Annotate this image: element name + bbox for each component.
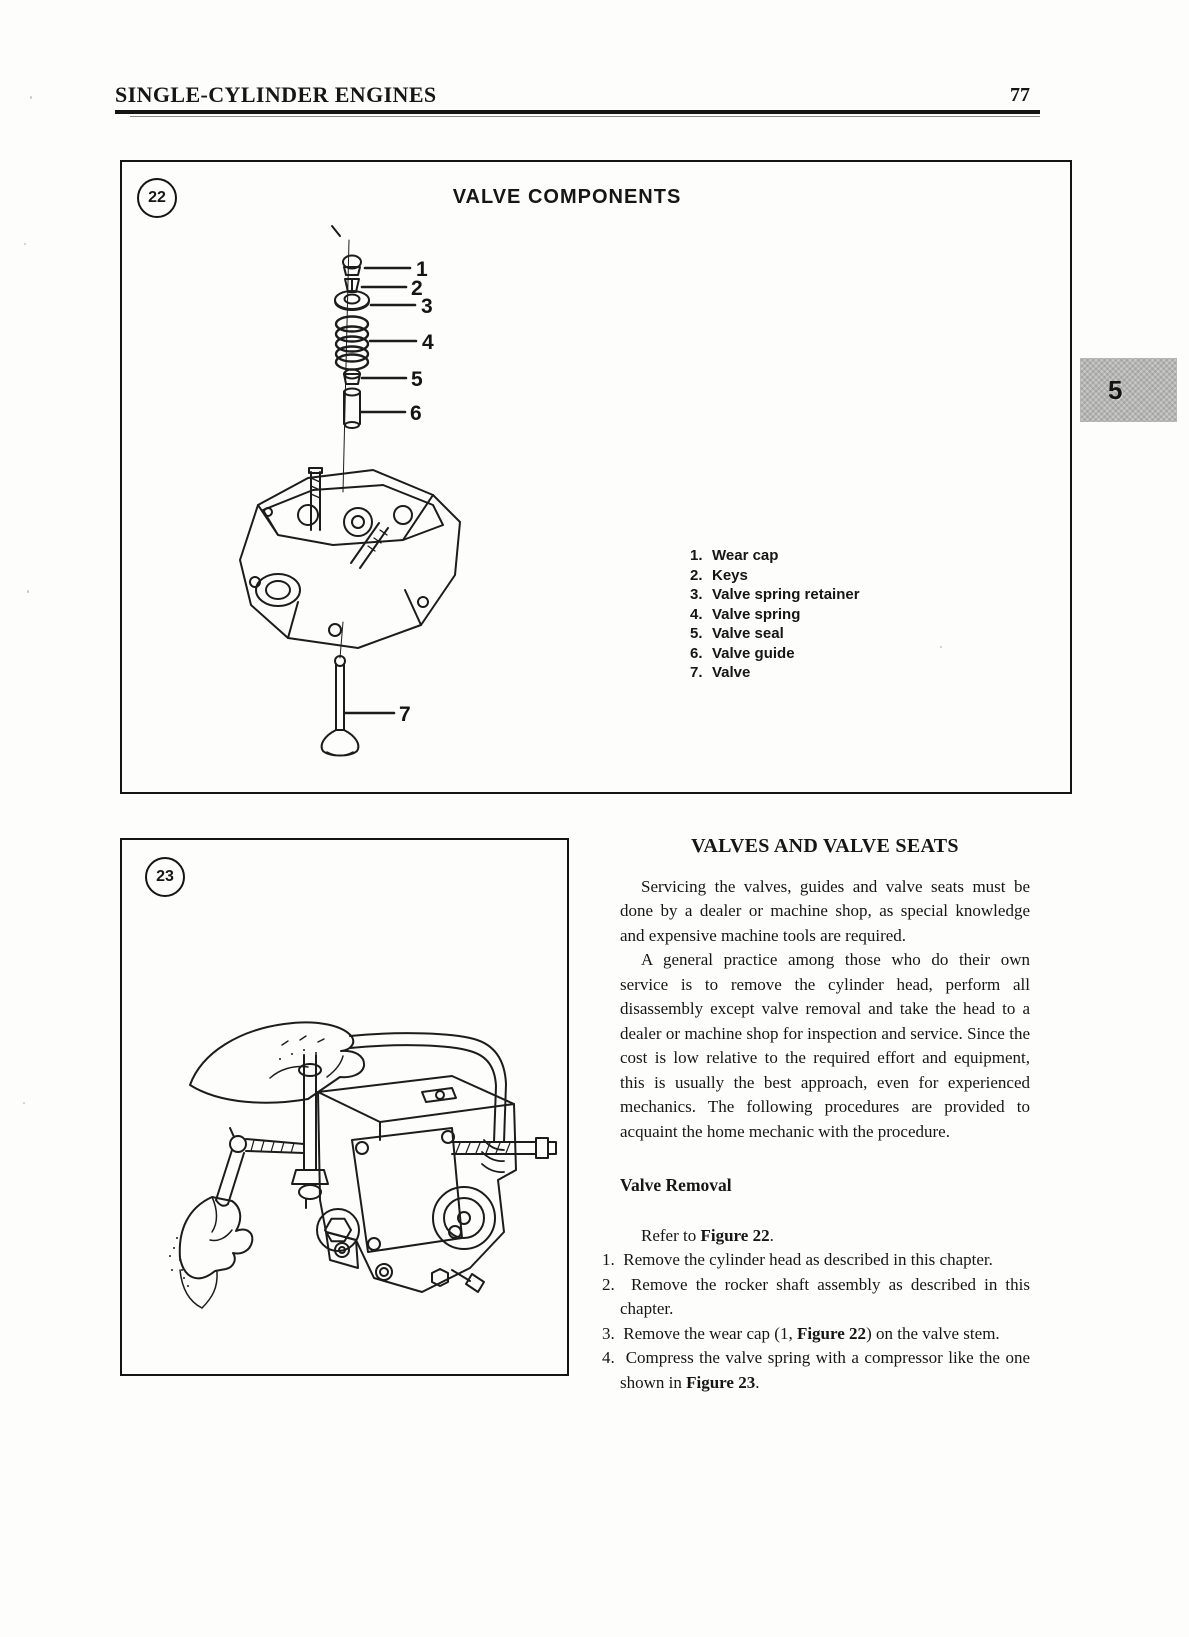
callout-leader-lines <box>343 266 418 715</box>
t-handle-drawing <box>215 1127 305 1207</box>
legend-num: 1. <box>690 547 703 564</box>
section-heading: VALVES AND VALVE SEATS <box>691 835 959 857</box>
legend-item: 5. Valve seal <box>690 624 860 644</box>
legend-label: Valve spring <box>712 605 801 623</box>
stipple-shading <box>169 1049 317 1287</box>
legend-label: Valve guide <box>712 644 795 662</box>
figure-22-title: VALVE COMPONENTS <box>452 186 682 208</box>
scan-speck <box>27 590 29 593</box>
legend-num: 2. <box>690 566 703 584</box>
callout-6: 6 <box>410 402 422 425</box>
scan-speck <box>30 96 32 99</box>
legend-item: 2. Keys <box>690 566 860 586</box>
scan-speck <box>24 243 26 245</box>
upper-hand-drawing <box>189 1021 366 1104</box>
valve-part <box>320 655 360 757</box>
figure-23-illustration <box>169 1021 557 1309</box>
legend-item: 1. Wear cap <box>690 546 860 566</box>
figure-22-box: 22 VALVE COMPONENTS <box>120 160 1072 794</box>
header-rule-shadow <box>130 116 1040 117</box>
paragraph: Servicing the valves, guides and valve s… <box>620 876 1030 945</box>
chapter-thumb-tab: 5 <box>1080 358 1177 422</box>
article-column: VALVES AND VALVE SEATS Servicing the val… <box>602 834 1030 1395</box>
paragraph: A general practice among those who do th… <box>620 950 1030 1141</box>
page-number: 77 <box>1010 84 1030 106</box>
legend-num: 5. <box>690 625 703 642</box>
legend-label: Wear cap <box>712 547 779 564</box>
wear-cap-part <box>342 254 362 276</box>
callout-3: 3 <box>421 295 433 318</box>
valve-spring-part <box>334 315 370 371</box>
spring-compressor-tool <box>291 1032 557 1209</box>
procedure-step: 1. Remove the cylinder head as described… <box>602 1250 993 1269</box>
figure-23-box: 23 <box>120 838 569 1376</box>
legend-label: Valve <box>712 664 751 681</box>
legend-num: 3. <box>690 586 703 603</box>
figure-22-legend: 1. Wear cap 2. Keys 3. Valve spring retaine… <box>690 546 860 683</box>
procedure-step: 4. Compress the valve spring with a comp… <box>602 1348 1030 1392</box>
legend-item: 7. Valve <box>690 663 860 683</box>
figure-23-number-badge: 23 <box>145 857 185 897</box>
callout-1: 1 <box>416 258 428 281</box>
valve-spring-retainer-part <box>334 290 370 311</box>
callout-4: 4 <box>422 331 434 354</box>
callout-7: 7 <box>399 703 411 726</box>
refer-line: Refer to Figure 22. <box>641 1225 774 1245</box>
legend-label: Valve seal <box>712 625 784 642</box>
scan-speck <box>23 1102 25 1104</box>
page-header-title: SINGLE-CYLINDER ENGINES <box>115 82 437 107</box>
legend-item: 6. Valve guide <box>690 644 860 664</box>
legend-label: Keys <box>712 566 748 584</box>
valve-seal-part <box>343 368 361 385</box>
lower-hand-drawing <box>178 1196 254 1309</box>
chapter-tab-number: 5 <box>1108 374 1123 405</box>
procedure-step: 2. Remove the rocker shaft assembly as d… <box>602 1274 1030 1319</box>
legend-item: 3. Valve spring retainer <box>690 585 860 605</box>
engine-block-drawing <box>316 1075 517 1293</box>
legend-num: 4. <box>690 605 703 623</box>
procedure-step: 3. Remove the wear cap (1, Figure 22) on… <box>602 1323 1000 1343</box>
legend-num: 6. <box>690 644 703 662</box>
cylinder-head-drawing <box>239 467 461 649</box>
callout-2: 2 <box>411 277 423 300</box>
header-rule <box>115 110 1040 114</box>
legend-num: 7. <box>690 664 703 681</box>
valve-guide-part <box>343 387 361 429</box>
figure-22-illustration: 1 2 3 4 5 6 7 <box>239 225 461 757</box>
subsection-heading: Valve Removal <box>620 1175 732 1195</box>
scan-speck <box>940 646 942 648</box>
figure-22-number-badge: 22 <box>137 178 177 218</box>
legend-label: Valve spring retainer <box>712 586 860 603</box>
callout-5: 5 <box>411 368 423 391</box>
valve-axis-line <box>331 225 350 659</box>
legend-item: 4. Valve spring <box>690 605 860 625</box>
